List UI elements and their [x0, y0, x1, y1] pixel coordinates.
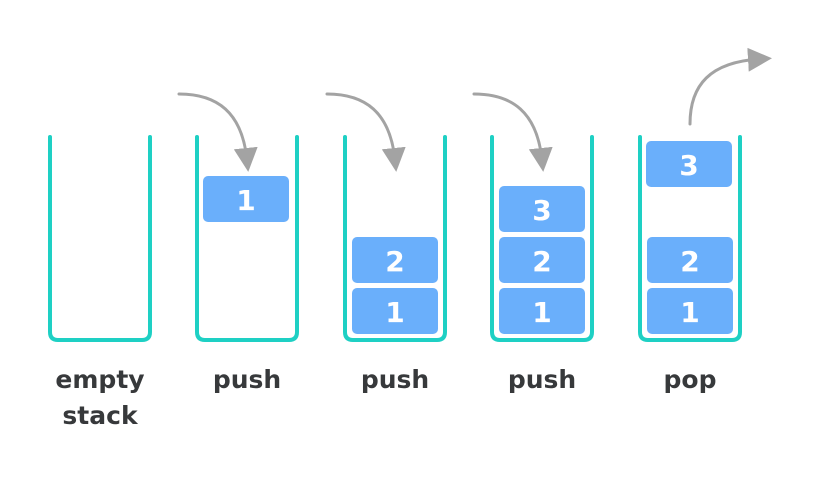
stack-caption: push: [360, 365, 430, 394]
moving-block: 1: [203, 176, 289, 222]
stack-block-value: 1: [532, 296, 551, 329]
arrow-into-stack-icon: [325, 92, 406, 172]
stack-container: [195, 135, 299, 342]
arrow-into-stack-icon: [472, 92, 553, 172]
stack-block-value: 2: [532, 245, 551, 278]
stack-block-value: 1: [385, 296, 404, 329]
stack-block: 2: [499, 237, 585, 283]
stack-block: 1: [647, 288, 733, 334]
stack-block-value: 1: [236, 184, 255, 217]
stack-block-value: 2: [385, 245, 404, 278]
stack-container: [490, 135, 594, 342]
stack-caption: push: [507, 365, 577, 394]
stack-caption: pop: [663, 365, 717, 394]
stack-caption: push: [212, 365, 282, 394]
stack-container: [638, 135, 742, 342]
arrow-into-stack-icon: [177, 92, 258, 172]
stack-block: 1: [499, 288, 585, 334]
stack-container: [343, 135, 447, 342]
arrow-out-of-stack-icon: [688, 47, 772, 126]
stack-block-value: 1: [680, 296, 699, 329]
stack-block: 3: [499, 186, 585, 232]
stack-block: 1: [352, 288, 438, 334]
stack-container: [48, 135, 152, 342]
stack-block-value: 3: [532, 194, 551, 227]
stack-block-value: 3: [679, 149, 698, 182]
stack-block: 2: [647, 237, 733, 283]
stack-block-value: 2: [680, 245, 699, 278]
stack-caption: empty stack: [55, 365, 145, 430]
stack-block: 2: [352, 237, 438, 283]
moving-block: 3: [646, 141, 732, 187]
